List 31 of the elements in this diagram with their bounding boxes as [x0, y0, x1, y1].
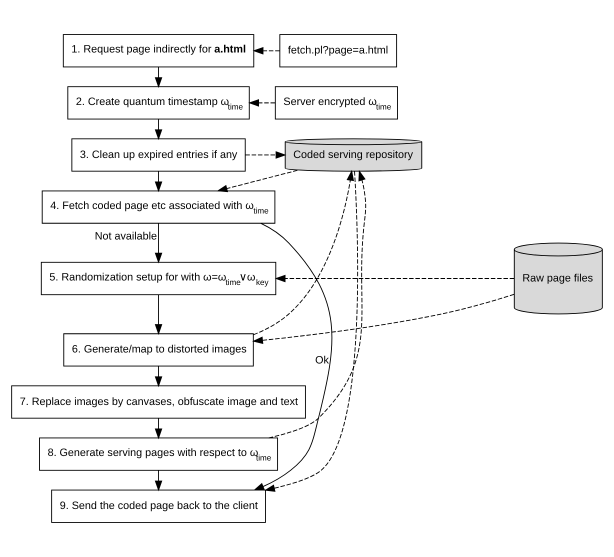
arrow	[154, 66, 162, 88]
node-box: 7. Replace images by canvases, obfuscate image and text	[11, 385, 306, 419]
arrow	[154, 118, 162, 140]
arrow	[252, 46, 280, 55]
node-box: 5. Randomization setup for with ω=ω$_{time}$∨ω$_{key}$	[40, 262, 276, 296]
arrow	[216, 170, 298, 192]
node-box: 8. Generate serving pages with respect to ω$_{time}$	[39, 438, 278, 471]
node-box: 1. Request page indirectly for a.html	[62, 34, 254, 68]
arrow	[252, 294, 515, 344]
arrow	[274, 274, 515, 282]
node-box: 2. Create quantum timestamp ω$_{time}$	[67, 86, 250, 120]
arrow	[253, 222, 332, 490]
arrow	[154, 470, 162, 492]
arrow	[244, 151, 286, 159]
arrow	[268, 170, 366, 438]
node-box: 3. Clean up expired entries if any	[71, 138, 246, 172]
arrow	[154, 222, 162, 264]
arrow	[248, 99, 276, 107]
node-box: fetch.pl?page=a.html	[279, 34, 398, 68]
arrow	[264, 170, 358, 492]
edge-label: Not available	[94, 230, 158, 243]
edge-label: Ok	[315, 354, 329, 366]
node-box: Server encrypted ω$_{time}$	[274, 86, 398, 120]
node-box: 4. Fetch coded page etc associated with ω$_{time}$	[42, 190, 276, 224]
arrow	[154, 294, 162, 335]
arrow	[154, 170, 162, 192]
arrow	[154, 366, 162, 388]
arrow	[253, 170, 354, 336]
arrow	[154, 418, 162, 440]
node-box: 9. Send the coded page back to the client	[51, 490, 266, 523]
node-box: 6. Generate/map to distorted images	[63, 333, 254, 367]
